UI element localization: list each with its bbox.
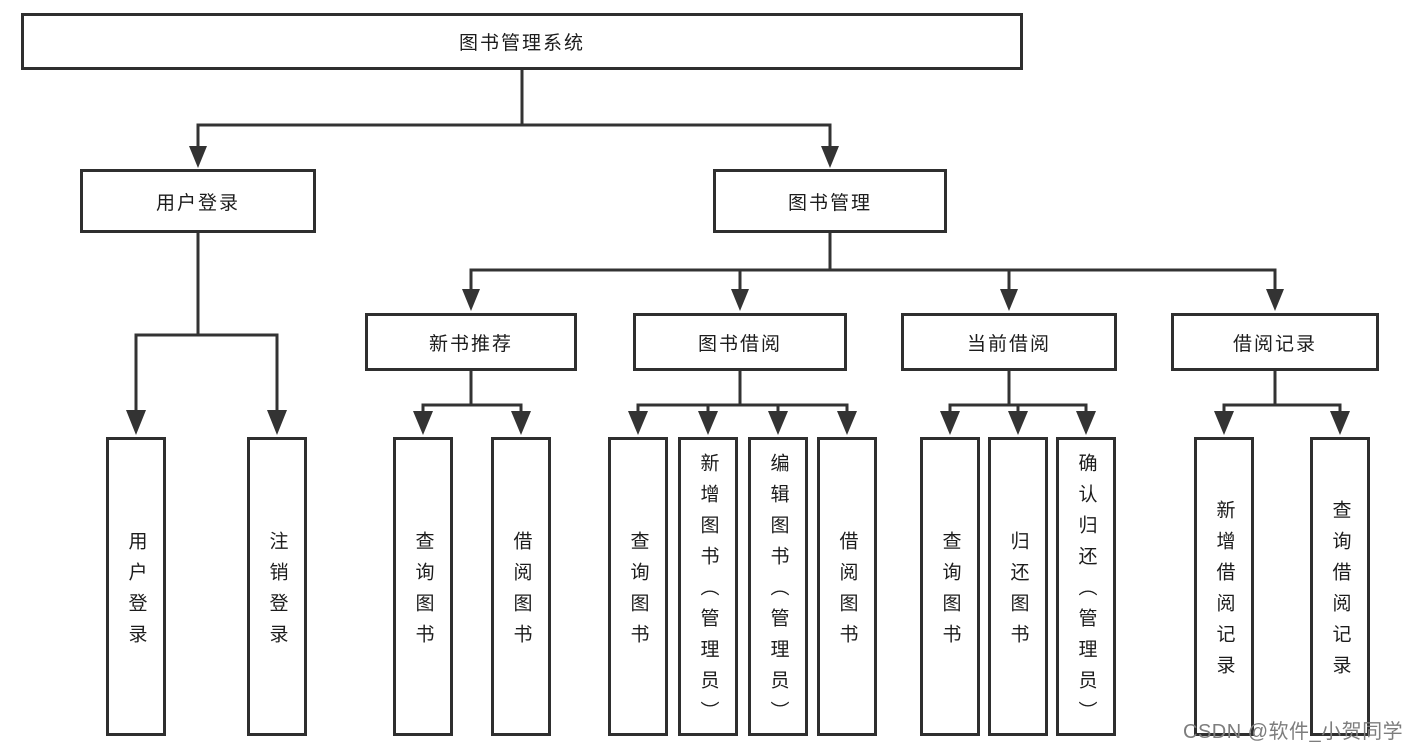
leaf-logout: 注销登录 bbox=[247, 437, 307, 736]
leaf-query-borrow-record-label: 查询借阅记录 bbox=[1329, 499, 1351, 686]
leaf-borrow-books-borrowing: 借阅图书 bbox=[817, 437, 877, 736]
leaf-borrow-books-borrowing-label: 借阅图书 bbox=[836, 530, 858, 655]
leaf-query-books-borrowing-label: 查询图书 bbox=[627, 530, 649, 655]
connector-newbook-to-leaves bbox=[413, 369, 531, 435]
leaf-add-book-admin: 新增图书（管理员） bbox=[678, 437, 738, 736]
node-borrowing-records: 借阅记录 bbox=[1171, 313, 1379, 371]
leaf-query-books-recommend-label: 查询图书 bbox=[412, 530, 434, 655]
node-root: 图书管理系统 bbox=[21, 13, 1023, 70]
node-book-management: 图书管理 bbox=[713, 169, 947, 233]
leaf-user-login: 用户登录 bbox=[106, 437, 166, 736]
node-book-borrowing: 图书借阅 bbox=[633, 313, 847, 371]
leaf-borrow-books-recommend: 借阅图书 bbox=[491, 437, 551, 736]
csdn-watermark: CSDN @软件_小贺同学 bbox=[1183, 721, 1404, 743]
leaf-query-books-recommend: 查询图书 bbox=[393, 437, 453, 736]
connector-root-to-level1 bbox=[189, 68, 839, 168]
leaf-add-borrow-record: 新增借阅记录 bbox=[1194, 437, 1254, 736]
leaf-query-books-current: 查询图书 bbox=[920, 437, 980, 736]
connector-bookmgmt-to-level2 bbox=[462, 230, 1284, 311]
leaf-borrow-books-recommend-label: 借阅图书 bbox=[510, 530, 532, 655]
leaf-user-login-label: 用户登录 bbox=[125, 530, 147, 655]
leaf-query-borrow-record: 查询借阅记录 bbox=[1310, 437, 1370, 736]
leaf-return-books: 归还图书 bbox=[988, 437, 1048, 736]
connector-userlogin-to-leaves bbox=[126, 231, 287, 435]
leaf-confirm-return-admin-label: 确认归还（管理员） bbox=[1075, 453, 1097, 732]
leaf-confirm-return-admin: 确认归还（管理员） bbox=[1056, 437, 1116, 736]
leaf-logout-label: 注销登录 bbox=[266, 530, 288, 655]
node-user-login: 用户登录 bbox=[80, 169, 316, 233]
leaf-add-book-admin-label: 新增图书（管理员） bbox=[697, 453, 719, 732]
connector-bookborrow-to-leaves bbox=[628, 369, 857, 435]
leaf-query-books-current-label: 查询图书 bbox=[939, 530, 961, 655]
node-new-book-recommend: 新书推荐 bbox=[365, 313, 577, 371]
leaf-edit-book-admin: 编辑图书（管理员） bbox=[748, 437, 808, 736]
leaf-edit-book-admin-label: 编辑图书（管理员） bbox=[767, 453, 789, 732]
leaf-add-borrow-record-label: 新增借阅记录 bbox=[1213, 499, 1235, 686]
leaf-query-books-borrowing: 查询图书 bbox=[608, 437, 668, 736]
connector-currentborrow-to-leaves bbox=[940, 369, 1096, 435]
leaf-return-books-label: 归还图书 bbox=[1007, 530, 1029, 655]
node-current-borrowing: 当前借阅 bbox=[901, 313, 1117, 371]
connector-borrowrecord-to-leaves bbox=[1214, 369, 1350, 435]
